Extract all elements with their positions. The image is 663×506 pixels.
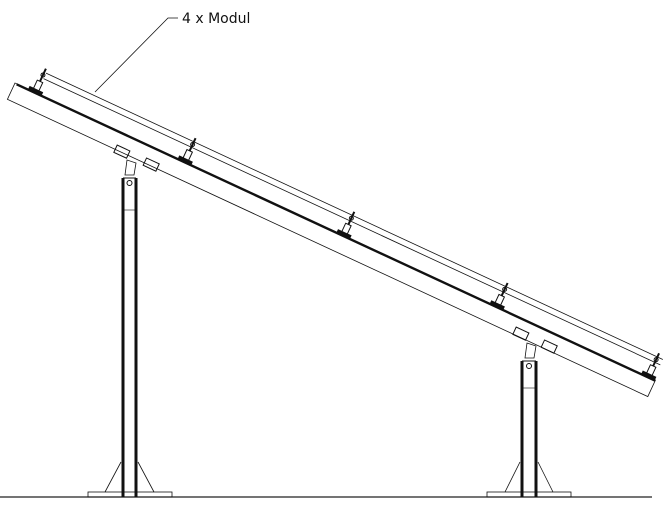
module-clamp (336, 211, 356, 240)
module-clamp (489, 282, 509, 311)
left-post (87, 144, 173, 498)
right-post (486, 326, 572, 498)
module-clamp (641, 352, 660, 381)
module-panels (43, 72, 663, 366)
label-leader-line (94, 17, 178, 93)
bolt-icon (126, 180, 133, 186)
module-clamp (177, 137, 197, 166)
inclined-rail (6, 68, 663, 398)
bolt-icon (526, 363, 532, 369)
module-clamp (27, 68, 47, 96)
module-label: 4 x Modul (182, 11, 250, 27)
